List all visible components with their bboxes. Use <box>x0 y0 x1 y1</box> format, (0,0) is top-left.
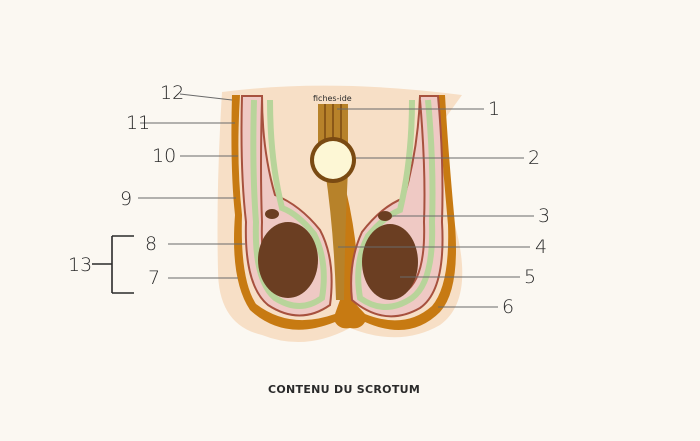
label-11: 11 <box>126 112 150 134</box>
right-testis <box>362 224 418 300</box>
label-13: 13 <box>68 254 92 276</box>
left-epididymis <box>265 209 279 219</box>
label-5: 5 <box>524 266 536 288</box>
label-4: 4 <box>535 236 547 258</box>
label-1: 1 <box>488 98 500 120</box>
right-epididymis <box>378 211 392 221</box>
dartos <box>231 95 456 330</box>
label-2: 2 <box>528 147 540 169</box>
label-3: 3 <box>538 205 550 227</box>
label-9: 9 <box>120 188 132 210</box>
label-7: 7 <box>148 267 160 289</box>
left-testis <box>258 222 318 298</box>
source-label: fiches-ide <box>313 94 352 103</box>
label-10: 10 <box>152 145 176 167</box>
bracket-13 <box>92 235 134 294</box>
label-8: 8 <box>145 233 157 255</box>
left-vaginal-layer <box>250 99 327 309</box>
label-6: 6 <box>502 296 514 318</box>
diagram-caption: CONTENU DU SCROTUM <box>268 383 420 396</box>
label-12: 12 <box>160 82 184 104</box>
leader-lines <box>138 93 534 308</box>
right-vaginal-layer <box>355 99 436 310</box>
